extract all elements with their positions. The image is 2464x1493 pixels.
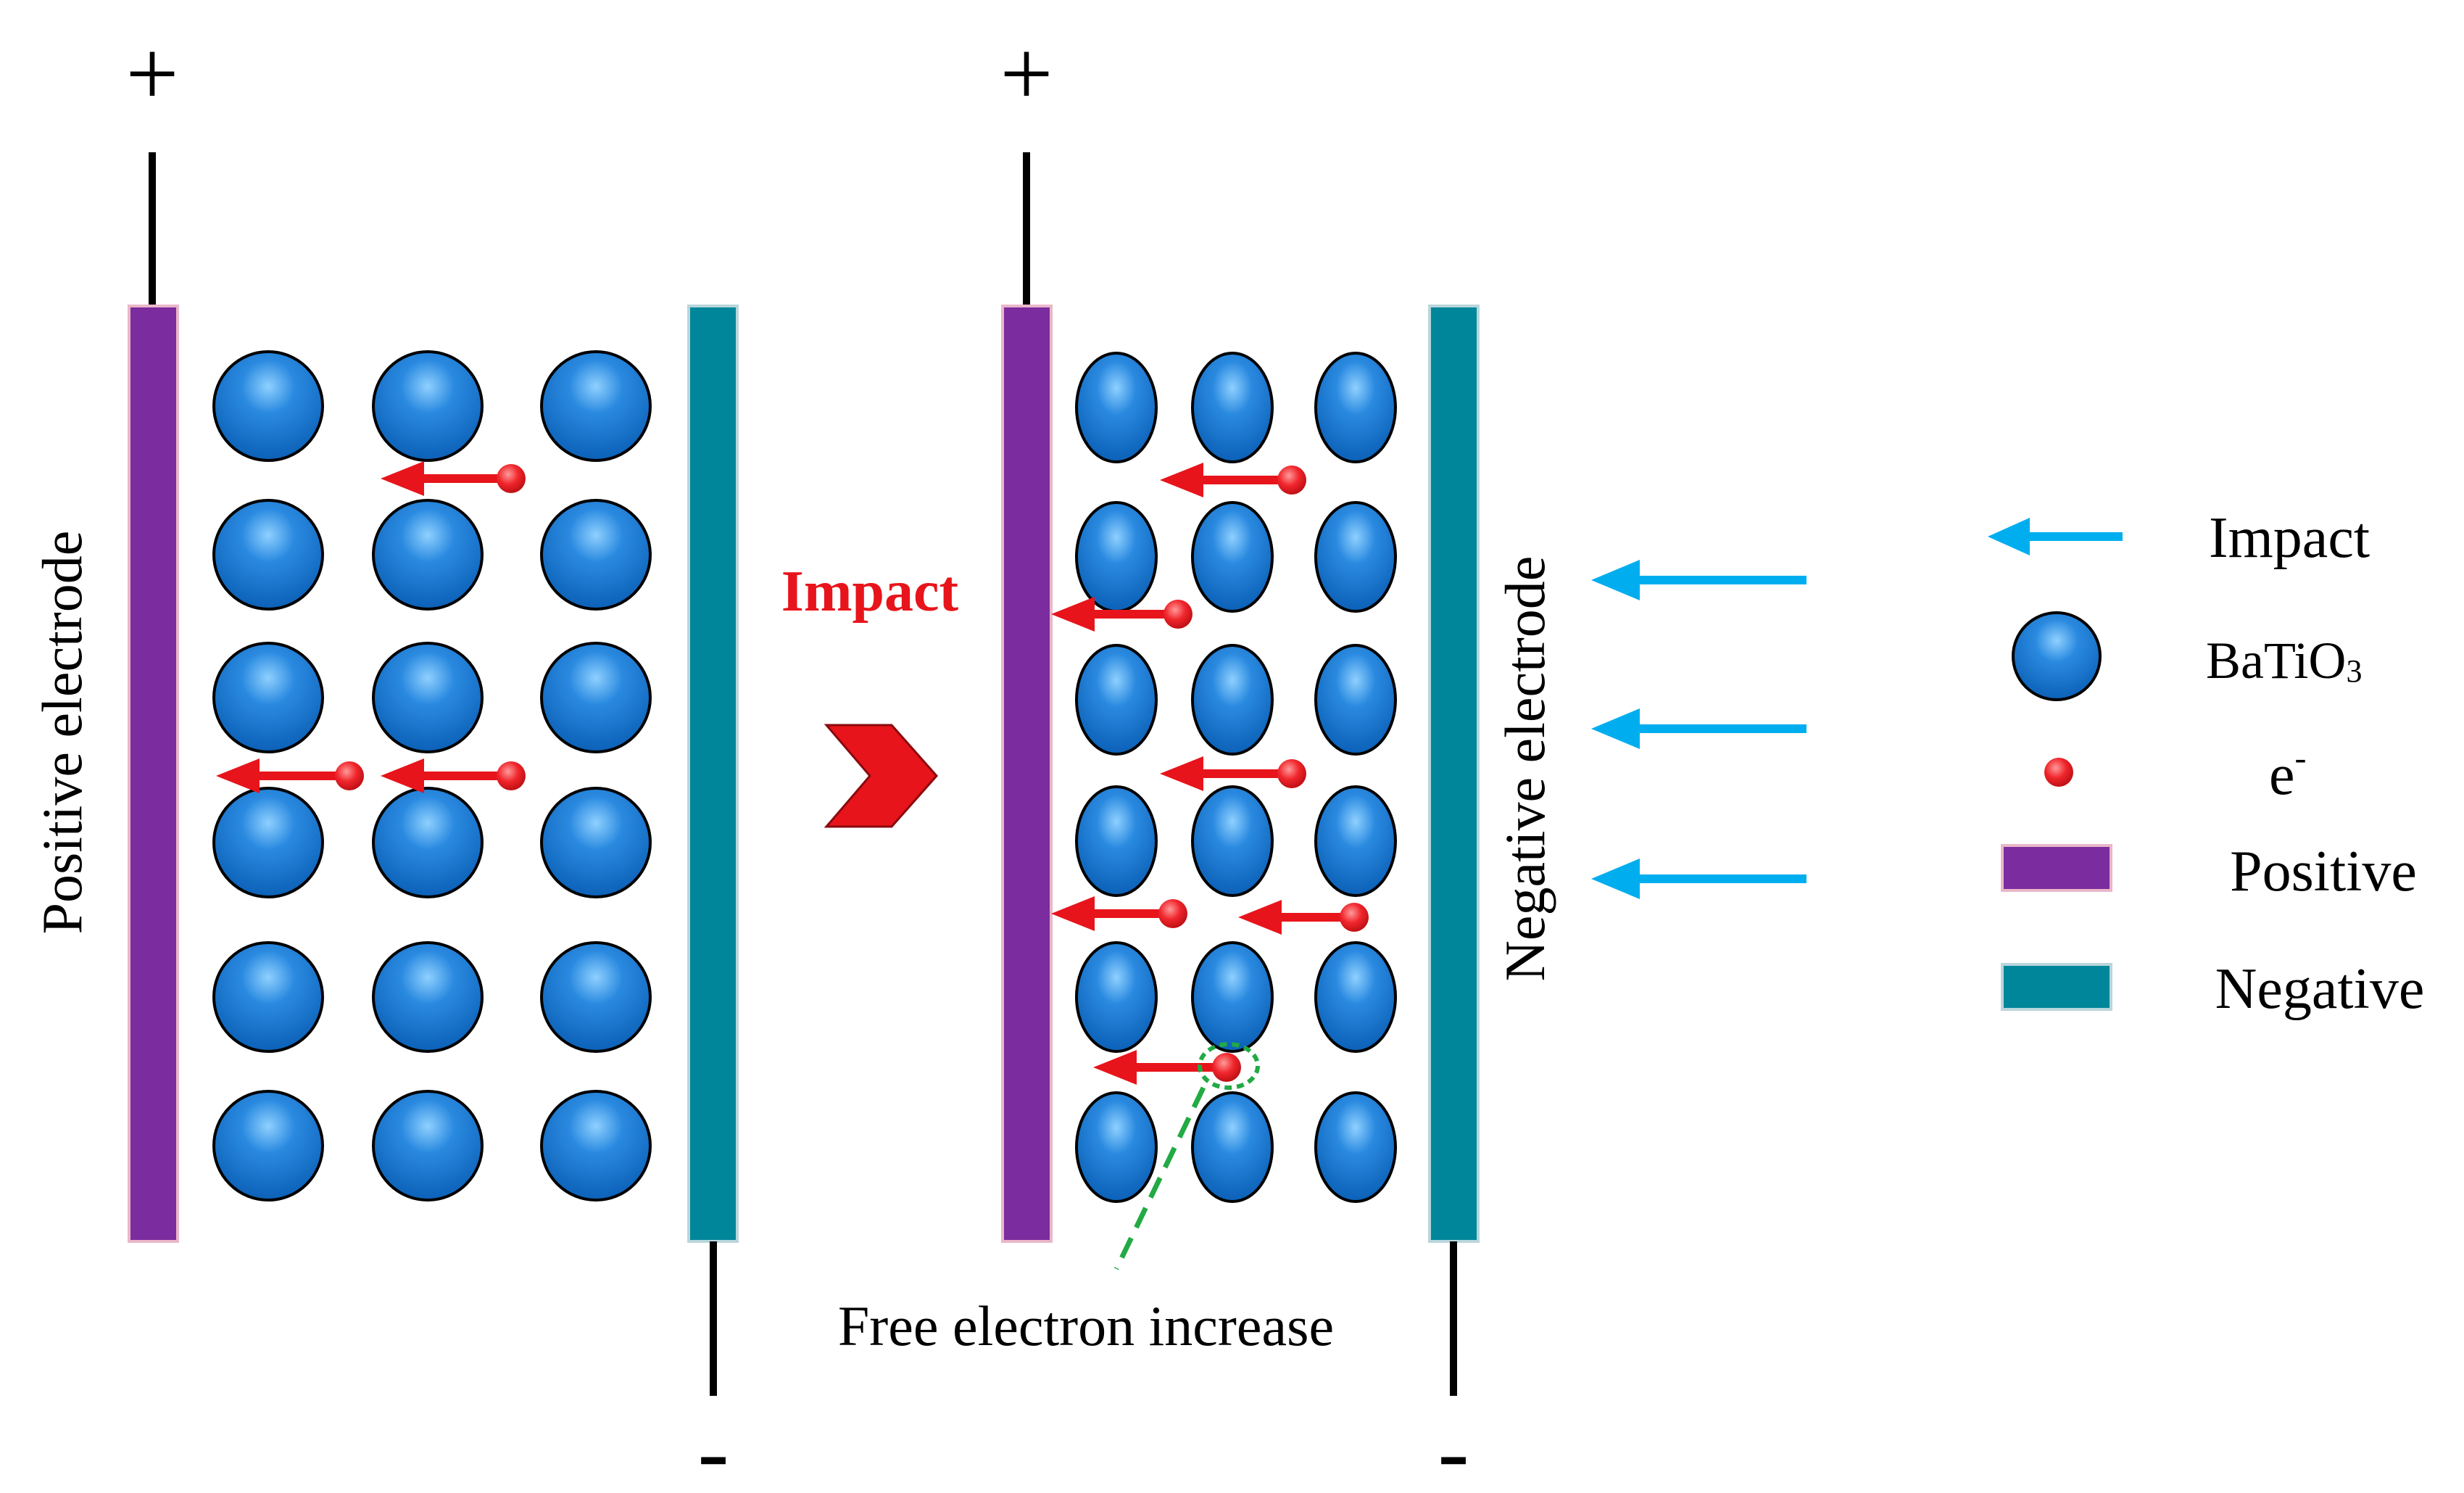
batio3-sphere <box>1314 941 1397 1053</box>
right-minus-sign: - <box>1438 1399 1469 1493</box>
batio3-sphere <box>540 1090 652 1202</box>
positive-electrode-swatch <box>2001 844 2112 892</box>
electron-arrow <box>1238 900 1369 935</box>
right-sphere-grid <box>1075 352 1397 1203</box>
electron-arrow <box>381 461 526 496</box>
electron-icon <box>335 761 364 790</box>
batio3-sphere <box>372 787 484 898</box>
batio3-sphere <box>212 1090 324 1202</box>
batio3-sphere <box>1191 785 1274 897</box>
impact-arrow-icon <box>1988 518 2123 555</box>
batio3-sphere <box>372 350 484 462</box>
impact-arrow-icon <box>1591 859 1806 899</box>
legend: Impact BaTiO3 e- Positive Negative <box>1988 506 2424 1021</box>
batio3-sphere <box>540 499 652 611</box>
annotation-leader-line <box>1113 1086 1206 1270</box>
legend-item-electron: e- <box>2044 739 2307 807</box>
batio3-sphere <box>540 350 652 462</box>
electron-arrow <box>1160 756 1306 791</box>
batio3-sphere <box>1075 1091 1158 1203</box>
batio3-sphere <box>1191 941 1274 1053</box>
free-electron-annotation: Free electron increase <box>838 1042 1334 1357</box>
impact-arrow-icon <box>1591 560 1806 600</box>
electron-arrow <box>216 758 364 793</box>
batio3-sphere <box>1314 352 1397 463</box>
batio3-sphere <box>1191 352 1274 463</box>
batio3-sphere <box>540 787 652 898</box>
batio3-sphere <box>1314 501 1397 613</box>
legend-label: Impact <box>2209 506 2370 570</box>
batio3-sphere-icon <box>2012 611 2102 701</box>
batio3-sphere <box>540 642 652 753</box>
batio3-sphere <box>1075 501 1158 613</box>
left-sphere-grid <box>212 350 652 1202</box>
right-panel: + - Negative electrode <box>838 22 1806 1493</box>
right-negative-electrode <box>1428 305 1480 1243</box>
batio3-sphere <box>1191 501 1274 613</box>
legend-item-impact: Impact <box>1988 506 2370 570</box>
left-positive-electrode <box>128 305 179 1243</box>
batio3-sphere <box>1075 785 1158 897</box>
legend-item-positive: Positive <box>2001 840 2417 903</box>
right-side-label: Negative electrode <box>1493 556 1556 982</box>
left-minus-sign: - <box>697 1399 729 1493</box>
batio3-sphere <box>1075 941 1158 1053</box>
legend-label: Positive <box>2230 840 2417 903</box>
batio3-sphere <box>1314 1091 1397 1203</box>
batio3-sphere <box>372 499 484 611</box>
electron-icon <box>1163 600 1192 629</box>
left-electron-arrows <box>216 461 526 793</box>
batio3-sphere <box>540 941 652 1053</box>
electron-icon <box>1212 1053 1241 1082</box>
batio3-sphere <box>212 787 324 898</box>
batio3-sphere <box>212 350 324 462</box>
right-electron-arrows <box>1051 463 1369 1085</box>
annotation-text: Free electron increase <box>838 1294 1334 1357</box>
negative-electrode-swatch <box>2001 963 2112 1011</box>
legend-label: Negative <box>2215 957 2425 1021</box>
transition-chevron-icon <box>824 724 939 828</box>
batio3-sphere <box>1075 644 1158 756</box>
batio3-sphere <box>1314 644 1397 756</box>
electron-icon <box>497 464 526 493</box>
batio3-sphere <box>212 499 324 611</box>
electron-icon <box>497 761 526 790</box>
left-plus-sign: + <box>125 22 178 126</box>
electron-arrow <box>1051 597 1192 632</box>
right-plus-sign: + <box>1000 22 1053 126</box>
electron-arrow <box>1160 463 1306 497</box>
batio3-sphere <box>372 642 484 753</box>
legend-item-batio3: BaTiO3 <box>2012 611 2362 701</box>
batio3-sphere <box>372 941 484 1053</box>
legend-item-negative: Negative <box>2001 957 2425 1021</box>
impact-arrows <box>1591 560 1806 899</box>
left-panel: + - Positive electrode <box>30 22 739 1493</box>
impact-arrow-icon <box>1591 708 1806 749</box>
legend-label: e- <box>2269 739 2307 807</box>
batio3-sphere <box>1191 1091 1274 1203</box>
electron-icon <box>1277 466 1306 495</box>
electron-arrow <box>1093 1050 1241 1085</box>
electron-icon <box>2044 758 2073 787</box>
highlight-circle <box>1198 1042 1260 1090</box>
left-side-label: Positive electrode <box>30 531 94 935</box>
electron-icon <box>1277 759 1306 788</box>
batio3-sphere <box>372 1090 484 1202</box>
batio3-sphere <box>1191 644 1274 756</box>
right-positive-electrode <box>1001 305 1053 1243</box>
electron-arrow <box>381 758 526 793</box>
impact-transition-label: Impact <box>781 560 959 624</box>
batio3-sphere <box>212 642 324 753</box>
batio3-sphere <box>1314 785 1397 897</box>
transition: Impact <box>781 560 959 828</box>
electron-icon <box>1340 903 1369 932</box>
left-negative-electrode <box>687 305 739 1243</box>
electron-icon <box>1158 899 1187 928</box>
electron-arrow <box>1051 896 1187 931</box>
legend-label: BaTiO3 <box>2206 632 2362 690</box>
batio3-sphere <box>212 941 324 1053</box>
batio3-sphere <box>1075 352 1158 463</box>
